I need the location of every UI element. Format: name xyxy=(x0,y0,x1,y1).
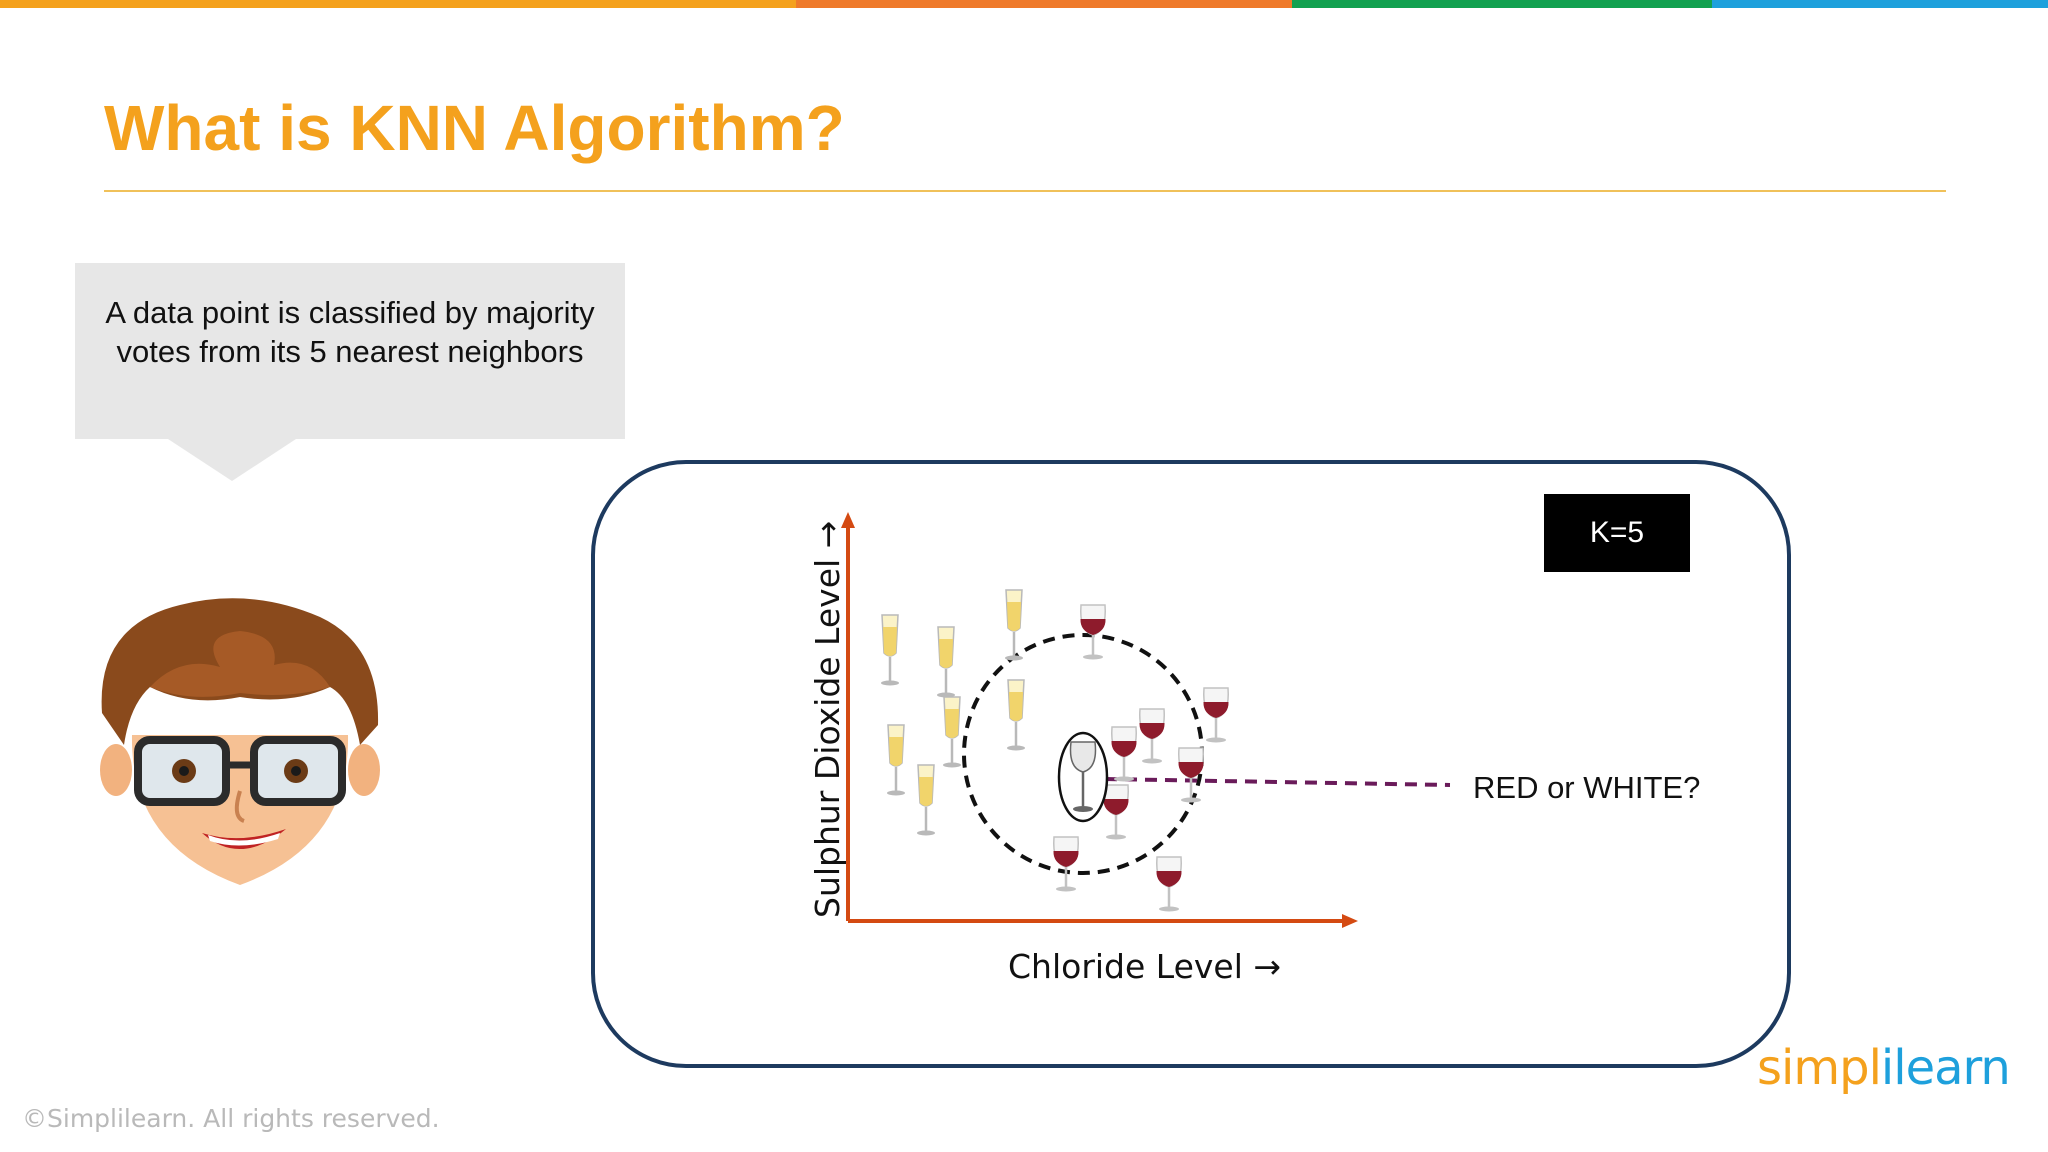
red-wine-glass-icon xyxy=(1111,726,1137,782)
knn-diagram-panel xyxy=(591,460,1791,1068)
white-wine-glass-icon xyxy=(881,614,899,686)
logo-part-2: ilearn xyxy=(1880,1040,2011,1096)
white-wine-glass-icon xyxy=(1007,679,1025,751)
y-axis-arrowhead xyxy=(841,512,855,528)
x-axis-label: Chloride Level → xyxy=(1008,947,1282,986)
query-dashed-line xyxy=(1104,777,1451,787)
red-wine-glass-icon xyxy=(1203,687,1229,743)
top-color-bar xyxy=(0,0,2048,8)
x-axis-arrowhead xyxy=(1342,914,1358,928)
logo-part-1: simpl xyxy=(1757,1040,1882,1096)
speech-bubble-tail xyxy=(168,439,296,481)
wine-glasses xyxy=(881,589,1229,912)
red-wine-glass-icon xyxy=(1178,747,1204,803)
speech-bubble-text: A data point is classified by majority v… xyxy=(105,295,595,369)
cartoon-boy-avatar xyxy=(100,598,380,885)
axes xyxy=(841,512,1358,928)
top-bar-segment xyxy=(1712,0,2048,8)
top-bar-segment xyxy=(0,0,796,8)
title-divider xyxy=(104,190,1946,192)
white-wine-glass-icon xyxy=(917,764,935,836)
speech-bubble: A data point is classified by majority v… xyxy=(75,263,625,439)
white-wine-glass-icon xyxy=(887,724,905,796)
white-wine-glass-icon xyxy=(943,696,961,768)
white-wine-glass-icon xyxy=(937,626,955,698)
y-axis-label: Sulphur Dioxide Level → xyxy=(808,520,847,918)
classification-question: RED or WHITE? xyxy=(1473,770,1701,805)
slide-title: What is KNN Algorithm? xyxy=(104,92,845,164)
red-wine-glass-icon xyxy=(1053,836,1079,892)
unknown-wine-glass-icon xyxy=(1057,731,1109,823)
top-bar-segment xyxy=(1292,0,1712,8)
top-bar-segment xyxy=(796,0,1292,8)
white-wine-glass-icon xyxy=(1005,589,1023,661)
red-wine-glass-icon xyxy=(1080,604,1106,660)
copyright-text: ©Simplilearn. All rights reserved. xyxy=(22,1104,440,1133)
red-wine-glass-icon xyxy=(1103,784,1129,840)
red-wine-glass-icon xyxy=(1139,708,1165,764)
k-value-badge: K=5 xyxy=(1544,494,1690,572)
red-wine-glass-icon xyxy=(1156,856,1182,912)
simplilearn-logo: simplilearn xyxy=(1757,1040,2011,1096)
